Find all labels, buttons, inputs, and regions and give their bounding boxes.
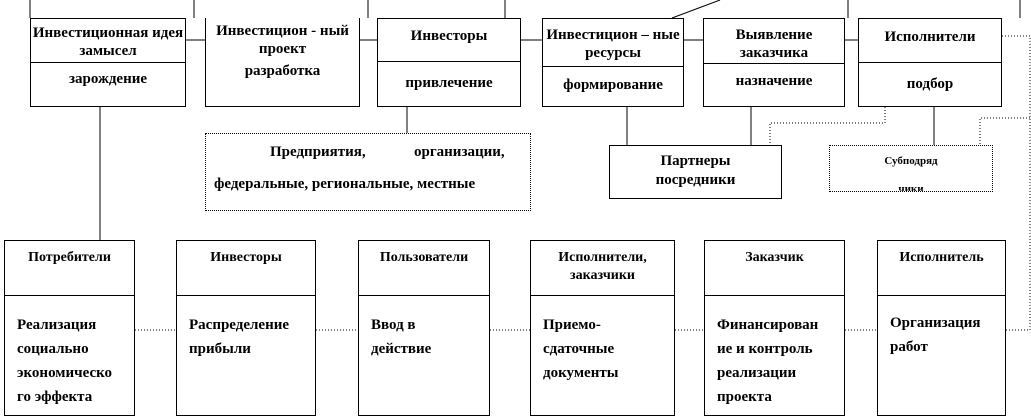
result-line: Распределение (189, 317, 290, 333)
result-line: работ (890, 339, 928, 355)
result-line: социально (17, 341, 89, 357)
result-line: прибыли (189, 341, 251, 357)
result-body: Распределение прибыли (177, 313, 315, 361)
stage-title: Инвестицион - ный проект (216, 23, 349, 57)
stage-box-resources: Инвестицион – ные ресурсы формирование (542, 18, 684, 107)
result-line: проекта (717, 389, 772, 405)
result-line: го эффекта (17, 389, 93, 405)
stage-title: Инвесторы (378, 19, 520, 62)
result-line: сдаточные (543, 341, 615, 357)
result-line: документы (543, 365, 619, 381)
subcontractors-box: Субподряд чики (829, 145, 993, 192)
result-title: Исполнитель (878, 241, 1005, 296)
stage-box-investors: Инвесторы привлечение (377, 18, 521, 107)
result-box-users: Пользователи Ввод в действие (358, 240, 490, 416)
stage-box-executors: Исполнители подбор (858, 18, 1002, 107)
result-box-investors: Инвесторы Распределение прибыли (176, 240, 316, 416)
stage-label: назначение (735, 73, 813, 89)
result-title: Инвесторы (177, 241, 315, 296)
stage-title: Инвестиционная идея замысел (31, 19, 185, 63)
result-line: Реализация (17, 317, 97, 333)
investor-types-line2: федеральные, региональные, местные (214, 176, 476, 192)
result-box-executors-clients: Исполнители, заказчики Приемо- сдаточные… (530, 240, 675, 416)
stage-box-client: Выявление заказчика назначение (703, 18, 845, 107)
result-box-consumers: Потребители Реализация социально экономи… (4, 240, 135, 416)
stage-label: зарождение (68, 71, 148, 87)
stage-title: Исполнители (859, 19, 1001, 63)
result-body: Финансирован ие и контроль реализации пр… (705, 313, 844, 409)
result-title: Пользователи (359, 241, 489, 296)
stage-label: привлечение (405, 75, 493, 91)
result-line: Финансирован (717, 317, 819, 333)
result-line: действие (371, 341, 432, 357)
partners-box: Партнеры посредники (609, 145, 782, 199)
investor-types-box: Предприятия, организации, федеральные, р… (205, 133, 531, 211)
result-title: Исполнители, заказчики (531, 241, 674, 296)
result-line: Приемо- (543, 317, 601, 333)
result-line: Ввод в (371, 317, 416, 333)
result-body: Приемо- сдаточные документы (531, 313, 674, 385)
partners-line1: Партнеры (660, 153, 731, 169)
result-line: экономическо (17, 365, 113, 381)
stage-label: формирование (563, 77, 663, 93)
stage-title: Инвестицион – ные ресурсы (543, 19, 683, 67)
result-box-executor: Исполнитель Организация работ (877, 240, 1006, 416)
result-line: реализации (717, 365, 797, 381)
stage-label: разработка (244, 63, 321, 79)
result-title: Заказчик (705, 241, 844, 296)
result-body: Ввод в действие (359, 313, 489, 361)
partners-line2: посредники (655, 172, 736, 188)
result-line: Организация (890, 315, 981, 331)
stage-label: подбор (906, 76, 954, 92)
stage-box-project: Инвестицион - ный проект разработка (205, 18, 360, 107)
result-body: Организация работ (878, 311, 1005, 359)
subcontractors-line1: Субподряд (884, 155, 938, 167)
result-body: Реализация социально экономическо го эфф… (5, 313, 134, 409)
result-box-client: Заказчик Финансирован ие и контроль реал… (704, 240, 845, 416)
investor-types-line1b: организации, (414, 144, 505, 160)
stage-title: Выявление заказчика (704, 19, 844, 64)
result-line: ие и контроль (717, 341, 813, 357)
stage-box-idea: Инвестиционная идея замысел зарождение (30, 18, 186, 107)
result-title: Потребители (5, 241, 134, 296)
subcontractors-line2: чики (898, 183, 924, 192)
investor-types-line1a: Предприятия, (270, 144, 366, 160)
